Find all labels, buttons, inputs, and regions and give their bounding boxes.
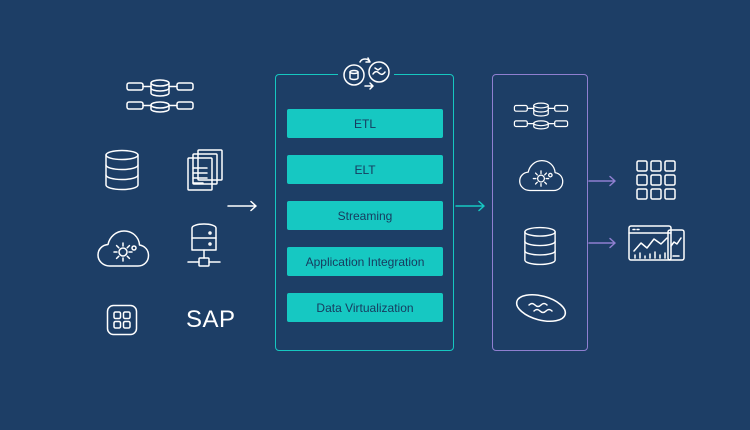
data-lake-icon [515, 293, 567, 323]
arrow-right-icon [455, 200, 485, 212]
step-application-integration: Application Integration [287, 247, 443, 276]
grid-icon [636, 160, 676, 200]
cloud-gear-icon [519, 160, 564, 192]
database-icon [343, 64, 365, 86]
step-elt: ELT [287, 155, 443, 184]
transform-icon [364, 61, 390, 90]
database-cluster-icon [513, 102, 569, 130]
documents-icon [187, 149, 223, 191]
arrow-right-icon [588, 175, 616, 187]
processing-header-badge [338, 60, 394, 90]
database-icon [105, 149, 139, 191]
cloud-gear-icon [97, 230, 150, 267]
app-grid-icon [106, 304, 138, 336]
step-streaming: Streaming [287, 201, 443, 230]
sap-label: SAP [186, 306, 236, 333]
step-etl: ETL [287, 109, 443, 138]
arrow-right-icon [227, 200, 257, 212]
server-icon [187, 223, 221, 267]
cycle-arrow-icon [359, 57, 371, 63]
arrow-right-icon [588, 237, 616, 249]
step-data-virtualization: Data Virtualization [287, 293, 443, 322]
dashboard-icon [628, 225, 685, 261]
targets-panel [492, 74, 588, 351]
database-cluster-icon [126, 79, 194, 113]
database-icon [524, 226, 556, 266]
